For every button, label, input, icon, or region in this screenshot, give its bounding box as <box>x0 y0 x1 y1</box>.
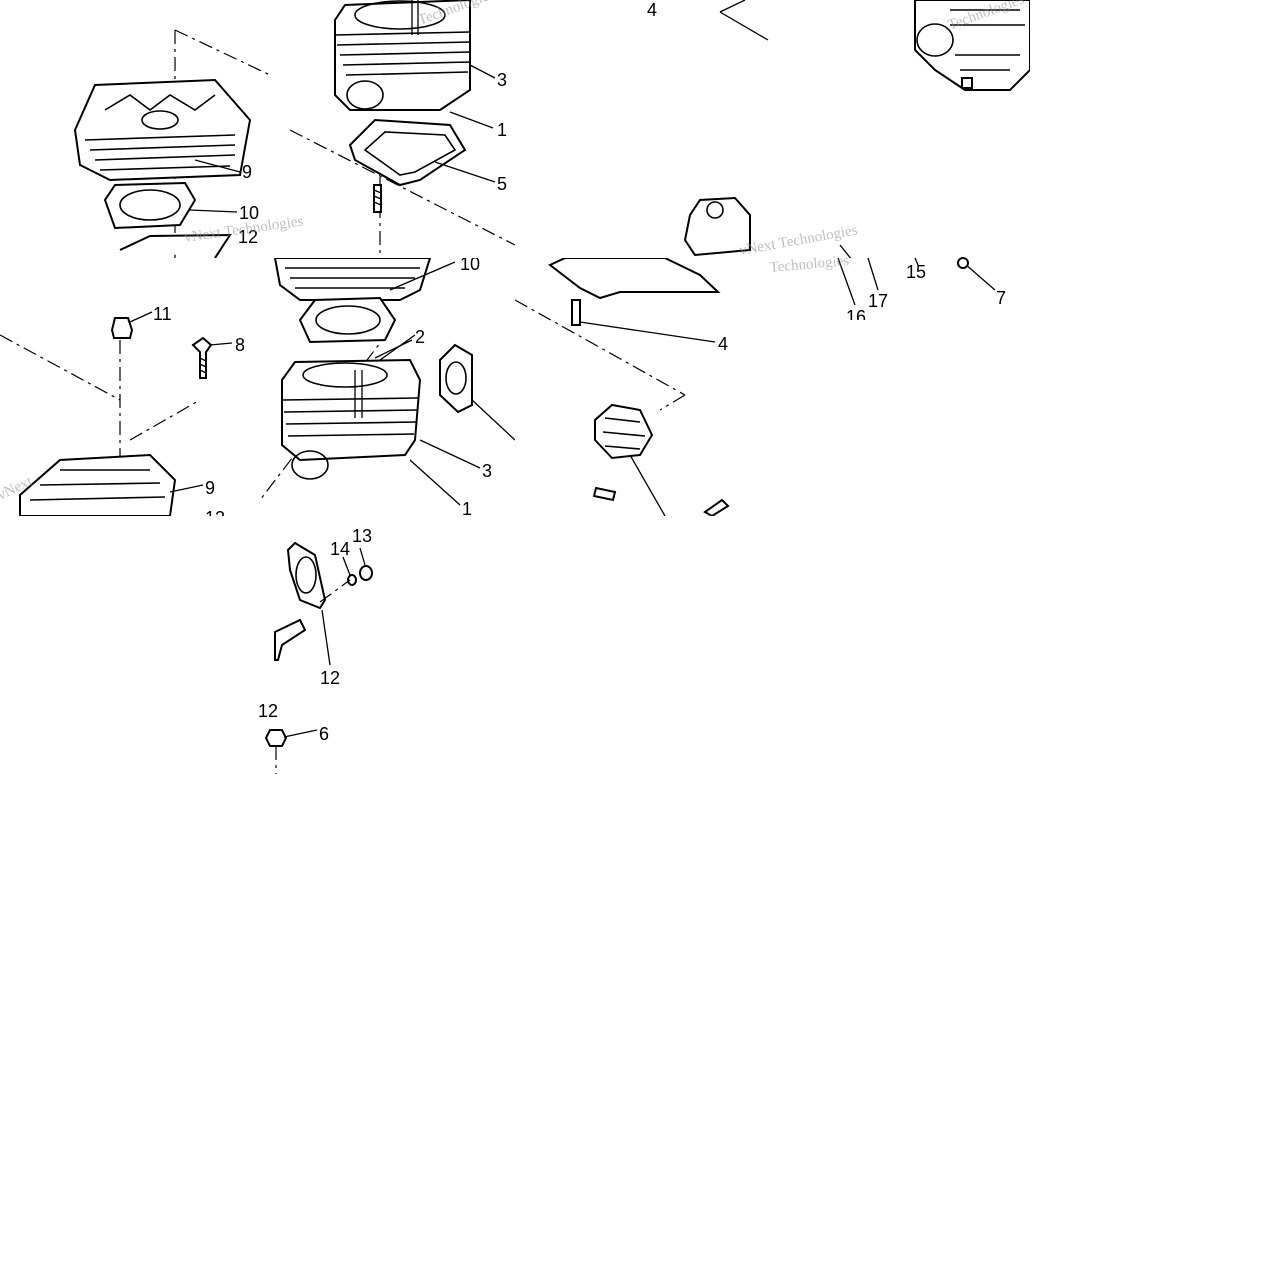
callout-1: 1 <box>462 499 472 519</box>
clamp-part <box>518 460 558 496</box>
callout-17: 17 <box>868 291 888 311</box>
cylinder-head-part <box>73 78 252 182</box>
tile-cylinder-assembly-upper: 3 1 5 9 10 12 vNext Technologies Technol… <box>73 0 515 258</box>
callout-8: 8 <box>235 335 245 355</box>
intake-boot-part <box>594 403 654 460</box>
callout-3: 3 <box>482 461 492 481</box>
callout-13: 13 <box>352 526 372 546</box>
cylinder-part <box>334 0 471 111</box>
washer-part <box>347 574 357 586</box>
callout-15: 15 <box>906 262 926 282</box>
callout-12: 12 <box>205 508 225 528</box>
oil-pump-part <box>683 196 751 257</box>
base-gasket-part <box>348 118 467 187</box>
callout-12: 12 <box>238 227 258 247</box>
stud-part <box>571 299 581 326</box>
callout-4: 4 <box>718 334 728 354</box>
cylinder-head-part <box>273 258 432 301</box>
exhaust-gasket-part <box>439 343 473 414</box>
watermark: vNext Technologies <box>518 472 639 509</box>
flange-gasket-part <box>286 541 327 610</box>
callout-12: 12 <box>258 701 278 721</box>
flange-nut-part <box>264 729 288 747</box>
callout-16: 16 <box>846 307 866 327</box>
callout-14: 14 <box>330 539 350 559</box>
cylinder-part <box>281 358 422 480</box>
tile-cylinder-assembly-lower: 10 11 8 2 9 3 1 12 vNext vNext Technolog… <box>0 254 639 528</box>
callout-10: 10 <box>460 254 480 274</box>
callout-1: 1 <box>497 120 507 140</box>
callout-2: 2 <box>415 327 425 347</box>
callout-9: 9 <box>242 162 252 182</box>
cylinder-head-part <box>19 453 177 516</box>
cap-nut-part <box>110 317 134 339</box>
head-gasket-part <box>298 296 397 344</box>
tile-intake-assembly: 4 <box>515 258 730 516</box>
callout-12: 12 <box>320 668 340 688</box>
nut-part <box>359 565 373 581</box>
carburetor-part <box>914 0 1030 91</box>
bolt-part <box>191 336 213 379</box>
callout-3: 3 <box>497 70 507 90</box>
head-gasket-part <box>103 181 197 230</box>
tile-exhaust-flange: 13 14 12 12 6 <box>258 526 373 774</box>
tile-carburetor-upper: 4 vNext Technologies Technologies <box>647 0 1030 258</box>
callout-11: 11 <box>153 304 172 324</box>
watermark: Technologies <box>769 253 850 276</box>
tile-carburetor-lower: 17 16 15 7 Technologies <box>769 253 1006 327</box>
callout-5: 5 <box>497 174 507 194</box>
callout-4: 4 <box>647 0 657 20</box>
stud-part <box>373 184 382 213</box>
callout-9: 9 <box>205 478 215 498</box>
callout-6: 6 <box>319 724 329 744</box>
callout-7: 7 <box>996 288 1006 308</box>
callout-10: 10 <box>239 203 259 223</box>
